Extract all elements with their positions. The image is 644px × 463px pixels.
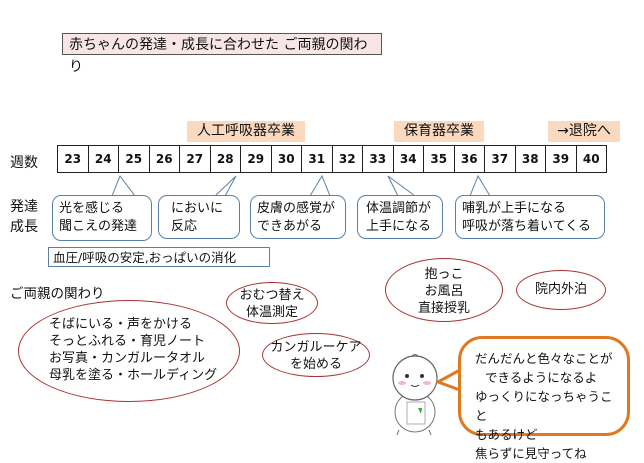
week-cell: 34 (394, 146, 424, 172)
week-cell: 36 (455, 146, 485, 172)
parent-item-early-care: そばにいる・声をかけるそっとふれる・育児ノートお写真・カンガルータオル母乳を塗る… (18, 300, 240, 402)
week-cell: 26 (150, 146, 180, 172)
week-cell: 29 (241, 146, 272, 172)
week-cell: 35 (424, 146, 455, 172)
dev-bubble-skin: 皮膚の感覚ができあがる (250, 195, 346, 239)
week-cell: 27 (180, 146, 211, 172)
parent-item-outing: 院内外泊 (516, 270, 606, 310)
weeks-row: 23 24 25 26 27 28 29 30 31 32 33 34 35 3… (57, 145, 607, 173)
stability-box: 血圧/呼吸の安定,おっぱいの消化 (48, 247, 270, 267)
week-cell: 24 (89, 146, 119, 172)
dev-bubble-feeding-breathing: 哺乳が上手になる呼吸が落ち着いてくる (455, 195, 605, 239)
weeks-label: 週数 (10, 155, 38, 171)
week-cell: 37 (485, 146, 516, 172)
week-cell: 30 (272, 146, 302, 172)
week-cell: 31 (302, 146, 333, 172)
week-cell: 32 (333, 146, 363, 172)
week-cell: 33 (363, 146, 394, 172)
week-cell: 25 (119, 146, 150, 172)
milestone-discharge: →退院へ (548, 121, 620, 142)
parent-item-diaper: おむつ替え体温測定 (226, 282, 318, 324)
parents-label: ご両親の関わり (10, 286, 105, 302)
dev-bubble-smell: においに反応 (158, 195, 240, 239)
milestone-incubator: 保育器卒業 (394, 121, 484, 142)
parent-item-holding: 抱っこお風呂直接授乳 (385, 258, 503, 322)
milestone-ventilator: 人工呼吸器卒業 (187, 121, 305, 142)
speech-bubble: だんだんと色々なことが できるようになるよ ゆっくりになっちゃうこと もあるけど… (458, 336, 630, 461)
dev-bubble-temperature: 体温調節が上手になる (357, 195, 443, 239)
page-title: 赤ちゃんの発達・成長に合わせた ご両親の関わり (62, 33, 382, 75)
week-cell: 23 (58, 146, 89, 172)
week-cell: 38 (516, 146, 546, 172)
parent-item-kangaroo: カンガルーケアを始める (262, 333, 370, 377)
dev-bubble-light-hearing: 光を感じる聞こえの発達 (52, 195, 152, 241)
week-cell: 28 (211, 146, 241, 172)
baby-character-icon (392, 354, 438, 436)
week-cell: 40 (577, 146, 607, 172)
development-label: 発達 成長 (10, 199, 38, 235)
week-cell: 39 (546, 146, 577, 172)
